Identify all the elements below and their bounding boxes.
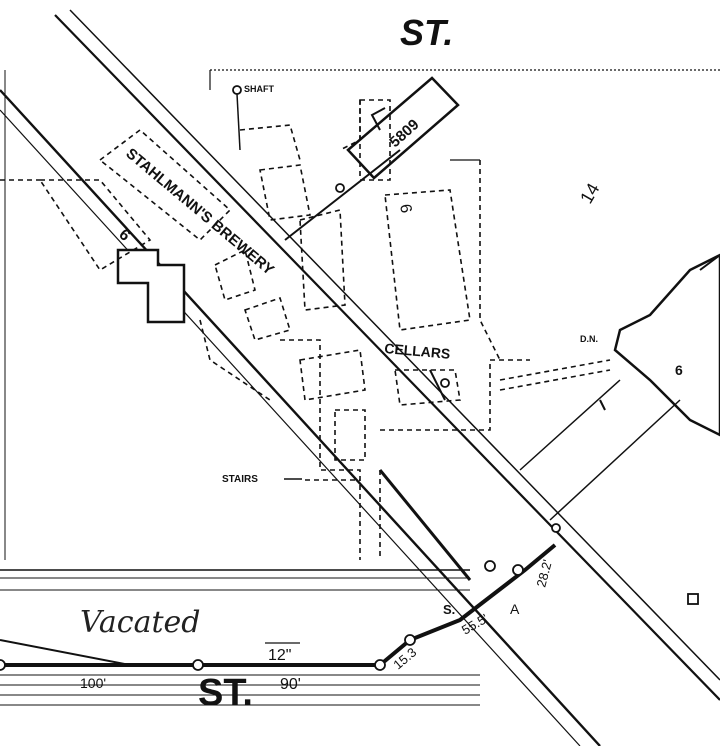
utility-nodes <box>0 85 699 671</box>
stairs-label: STAIRS <box>222 474 258 485</box>
shaft-label: SHAFT <box>244 84 274 94</box>
dim-100-label: 100' <box>80 675 106 691</box>
cellars-label: CELLARS <box>384 340 451 362</box>
brewery-outlines <box>0 99 611 560</box>
dim-90-label: 90' <box>280 676 301 693</box>
lot-6-left: 6 <box>115 226 133 245</box>
s-label: S. <box>443 602 455 617</box>
a-label: A <box>510 601 520 617</box>
lot-14-label: 14 <box>576 180 603 207</box>
pipe-lines <box>236 93 606 411</box>
dim-12-label: 12" <box>268 647 291 664</box>
building-right <box>519 253 720 521</box>
street-bottom-label: ST. <box>198 672 253 714</box>
vacated-street-lines <box>0 569 480 706</box>
lot-6-cellar: 6 <box>396 203 414 215</box>
dim-28-2-label: 28.2' <box>533 558 555 589</box>
building-5809: 5809 <box>346 76 460 180</box>
vacated-label: Vacated <box>80 605 201 640</box>
dn-label: D.N. <box>580 334 598 344</box>
dim-15-3-label: 15.3 <box>390 645 419 673</box>
lot-6-right: 6 <box>675 362 683 378</box>
upper-boundary <box>4 69 720 560</box>
diagonal-street-lines <box>0 9 720 746</box>
building-left <box>116 248 186 324</box>
street-top-label: ST. <box>400 12 453 53</box>
